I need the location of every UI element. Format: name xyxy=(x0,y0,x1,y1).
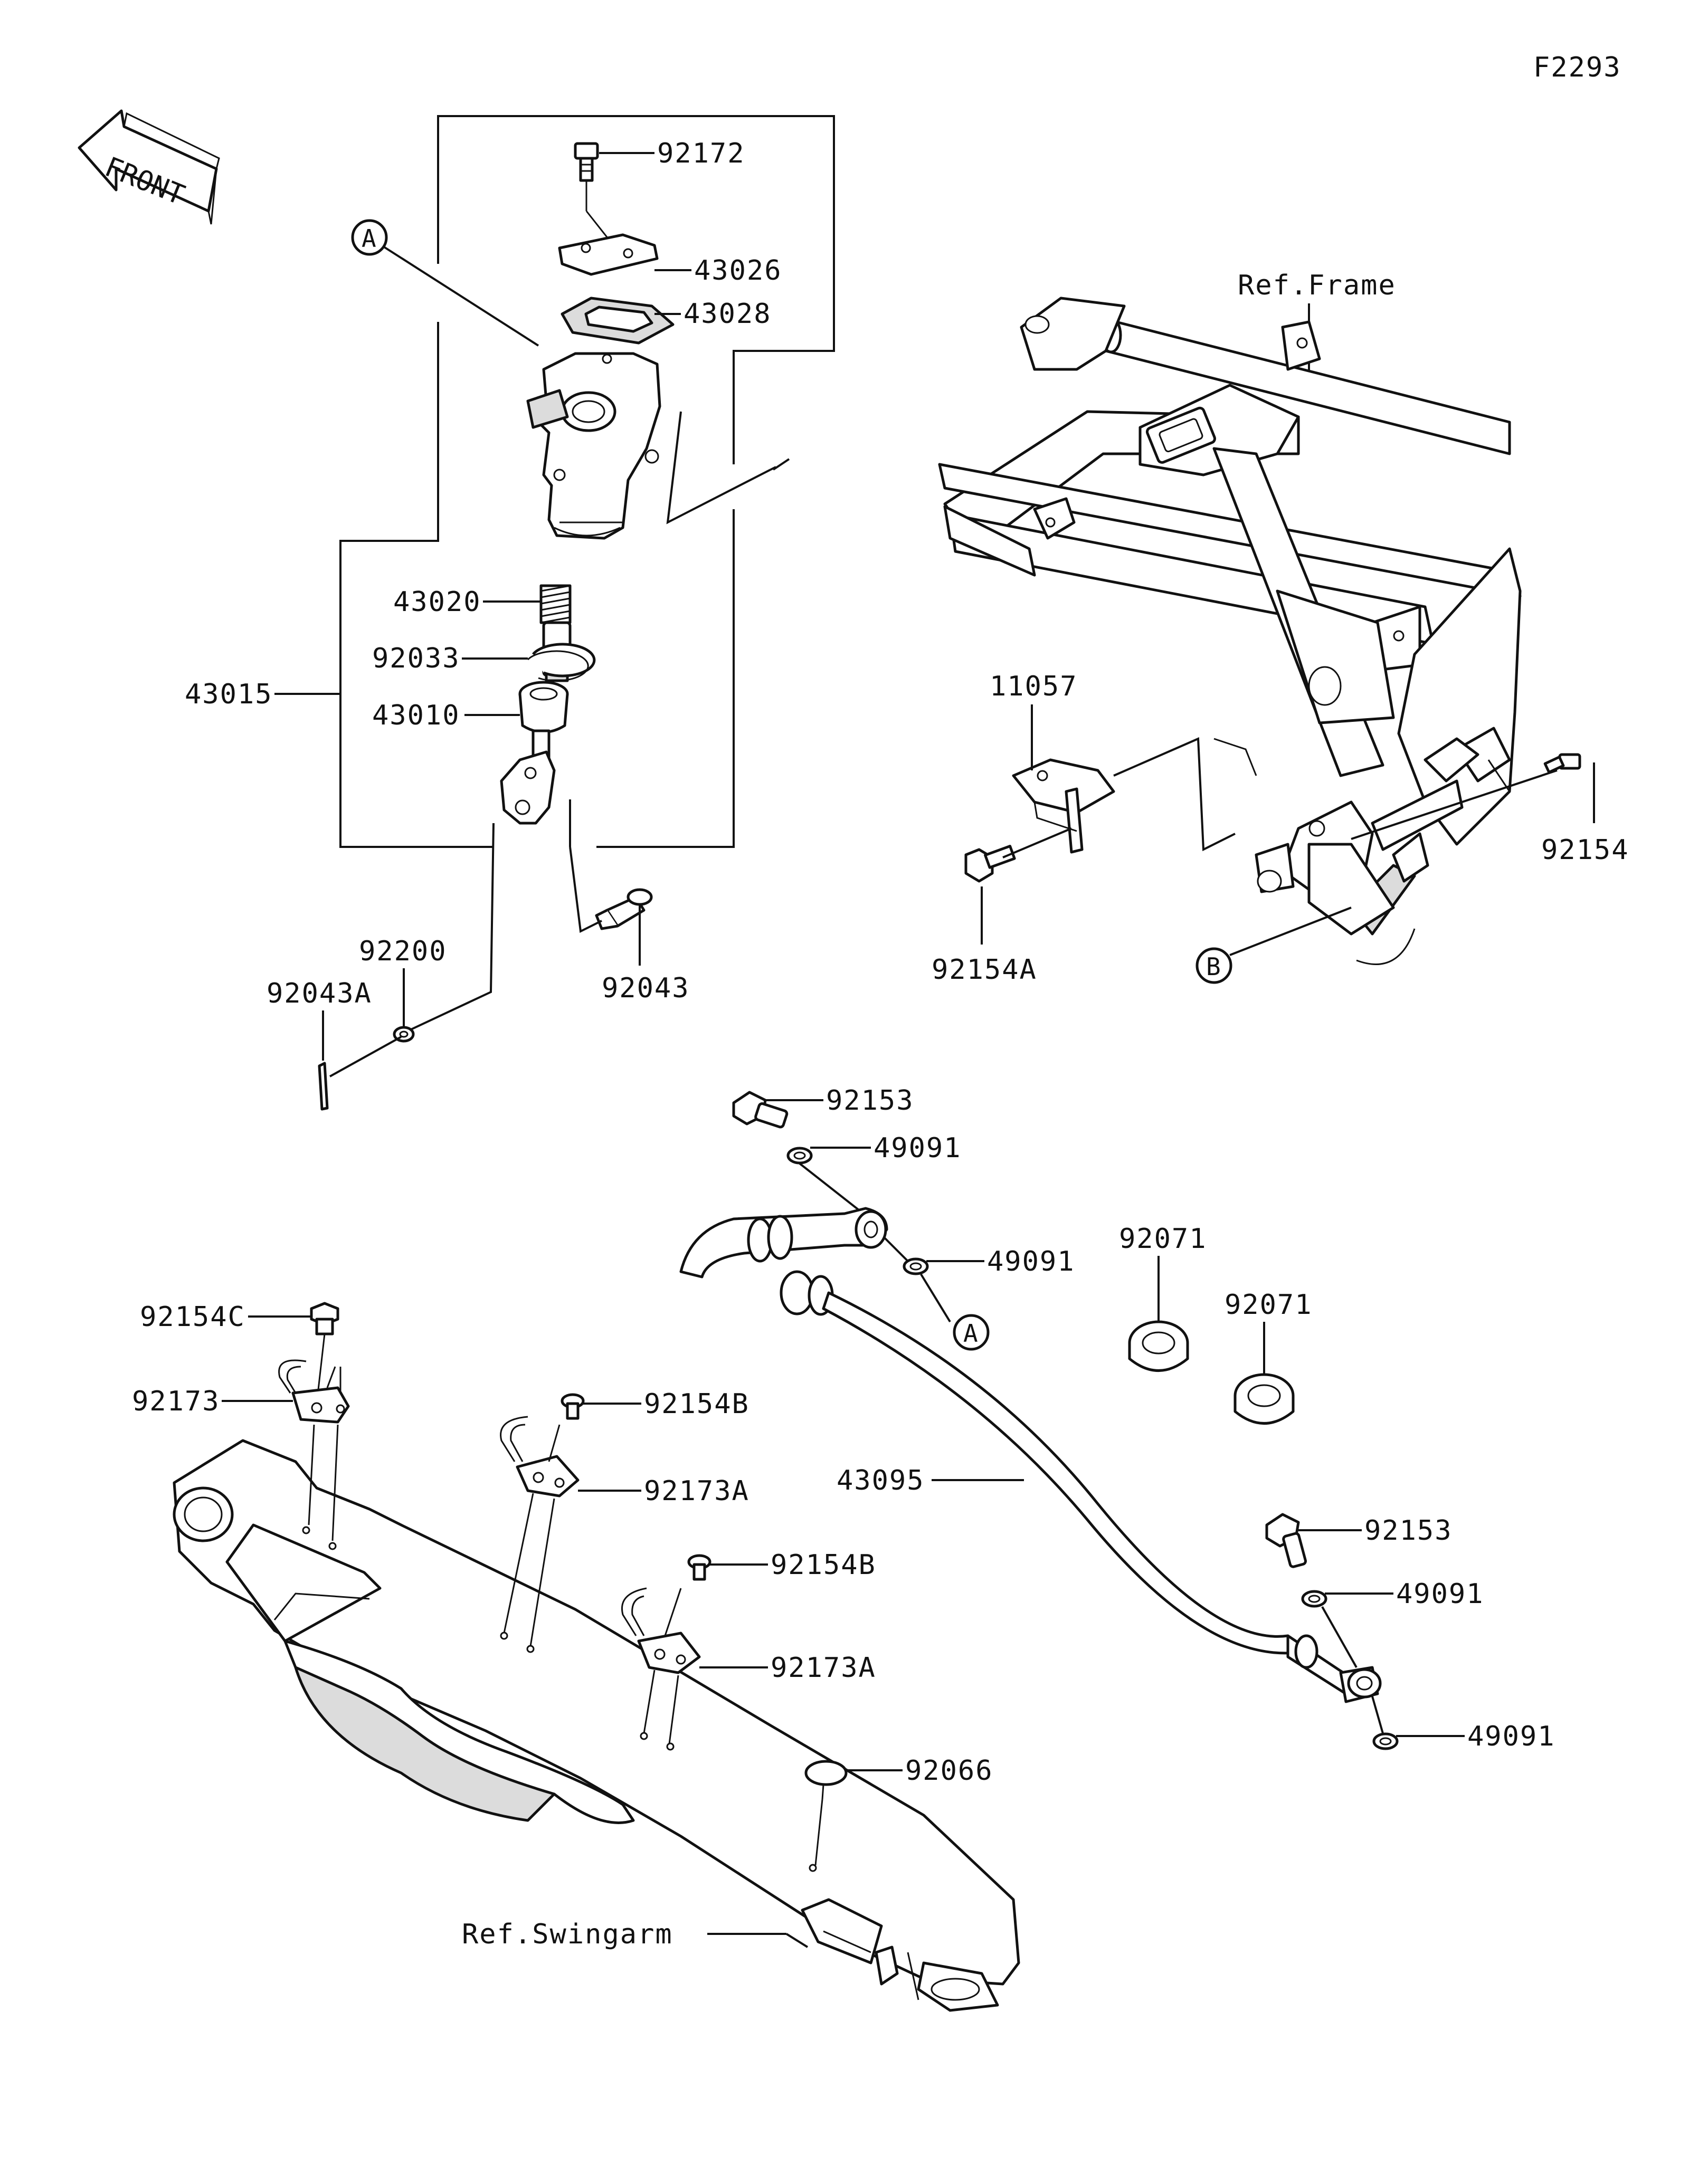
part-92173: 92173 xyxy=(132,1386,220,1417)
part-92172: 92172 xyxy=(657,138,745,169)
part-49091-top-1: 49091 xyxy=(874,1132,962,1164)
part-92043: 92043 xyxy=(602,972,690,1004)
part-43095: 43095 xyxy=(837,1465,925,1496)
washer-49091-top-1 xyxy=(786,1147,813,1165)
callout-a-top: A xyxy=(362,224,376,253)
part-92200: 92200 xyxy=(359,936,447,967)
master-cylinder-group: 92172 43026 43028 A xyxy=(185,115,835,1111)
bolt-92154B-1 xyxy=(561,1393,585,1420)
part-92071-b: 92071 xyxy=(1225,1289,1313,1321)
bolt-92154B-2 xyxy=(687,1554,711,1581)
part-49091-top-2: 49091 xyxy=(987,1246,1075,1277)
part-92173A-1: 92173A xyxy=(644,1475,749,1507)
plug-92066 xyxy=(804,1760,848,1800)
banjo-bolt-92153-top xyxy=(732,1091,789,1129)
figure-id: F2293 xyxy=(1533,52,1621,83)
banjo-bolt-92153-bottom xyxy=(1265,1513,1307,1568)
part-92154A: 92154A xyxy=(932,954,1037,986)
part-43028: 43028 xyxy=(684,298,772,330)
part-92154B-1: 92154B xyxy=(644,1388,749,1420)
bracket-11057 xyxy=(1012,758,1115,854)
bolt-92154C xyxy=(310,1302,339,1336)
master-cylinder-body xyxy=(526,352,661,540)
grommet-92071-a xyxy=(1128,1320,1189,1372)
bolt-92154A xyxy=(964,845,1016,883)
part-11057: 11057 xyxy=(990,671,1078,702)
pushrod-43010 xyxy=(500,681,569,825)
part-92153-bottom: 92153 xyxy=(1364,1515,1453,1547)
washer-49091-bottom-1 xyxy=(1301,1590,1327,1608)
pin-92043 xyxy=(595,888,653,930)
part-49091-bottom-1: 49091 xyxy=(1396,1578,1484,1610)
frame-group: Ref.Frame xyxy=(938,270,1629,984)
part-92153-top: 92153 xyxy=(826,1085,914,1117)
part-49091-bottom-2: 49091 xyxy=(1467,1721,1555,1752)
swingarm-group: Ref.Swingarm xyxy=(173,1439,1020,2012)
circlip-92033 xyxy=(527,643,596,682)
clamp-92173 xyxy=(278,1359,350,1424)
part-92066: 92066 xyxy=(905,1755,993,1787)
cotter-pin-92043A xyxy=(318,1062,329,1111)
grommet-92071-b xyxy=(1233,1373,1295,1425)
part-43020: 43020 xyxy=(393,586,481,618)
ref-swingarm-label: Ref.Swingarm xyxy=(462,1919,673,1950)
washer-49091-bottom-2 xyxy=(1372,1732,1399,1750)
part-92033: 92033 xyxy=(372,643,460,674)
diaphragm-43028 xyxy=(561,297,675,345)
part-92043A: 92043A xyxy=(267,978,372,1009)
bolt-92154 xyxy=(1543,753,1581,774)
clamp-92173A-1 xyxy=(500,1416,580,1498)
part-92154B-2: 92154B xyxy=(771,1549,876,1581)
part-43015: 43015 xyxy=(185,679,273,710)
part-92154C: 92154C xyxy=(140,1301,245,1333)
callout-a-hose: A xyxy=(963,1319,978,1348)
clamp-92173A-2 xyxy=(621,1587,701,1674)
part-92154: 92154 xyxy=(1541,834,1629,866)
callout-b-frame: B xyxy=(1206,952,1221,981)
reservoir-cap-43026 xyxy=(558,233,659,276)
front-arrow-icon: FRONT xyxy=(78,109,220,225)
washer-49091-top-2 xyxy=(903,1257,929,1275)
ref-frame-label: Ref.Frame xyxy=(1238,270,1396,301)
brake-hose-group: 92153 49091 49091 A 43095 xyxy=(679,1085,1555,1752)
part-43010: 43010 xyxy=(372,700,460,731)
part-92173A-2: 92173A xyxy=(771,1652,876,1684)
part-43026: 43026 xyxy=(694,255,782,287)
part-92071-a: 92071 xyxy=(1119,1223,1207,1255)
